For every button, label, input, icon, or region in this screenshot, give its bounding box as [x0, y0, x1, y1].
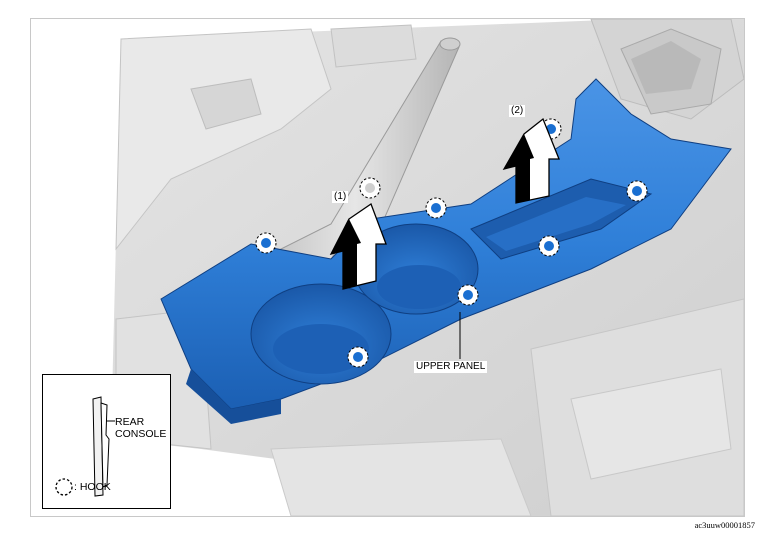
- hook-marker-icon: [55, 478, 73, 496]
- hook-marker-icon: [255, 232, 277, 254]
- hook-marker-icon: [425, 197, 447, 219]
- hook-marker-icon: [457, 284, 479, 306]
- up-arrow-icon: [502, 117, 560, 204]
- hook-marker-icon: [359, 177, 381, 199]
- upper-panel-label: UPPER PANEL: [414, 361, 488, 373]
- hook-marker-icon: [347, 346, 369, 368]
- legend-rear-console-line2: CONSOLE: [115, 428, 167, 440]
- step-1-label: (1): [332, 191, 349, 203]
- step-2-label: (2): [509, 105, 526, 117]
- rear-console-section-drawing: [92, 396, 115, 497]
- up-arrow-icon: [329, 202, 387, 290]
- hook-marker-icon: [538, 235, 560, 257]
- hook-marker-icon: [626, 180, 648, 202]
- diagram-frame: (1) (2) UPPER PANEL REAR CONSOLE : HOOK: [30, 18, 745, 517]
- legend-rear-console-line1: REAR: [115, 416, 145, 428]
- console-illustration: [111, 19, 744, 516]
- legend-hook-label: : HOOK: [74, 481, 111, 493]
- legend-box: REAR CONSOLE : HOOK: [42, 374, 171, 509]
- figure-id: ac3uuw00001857: [694, 520, 755, 530]
